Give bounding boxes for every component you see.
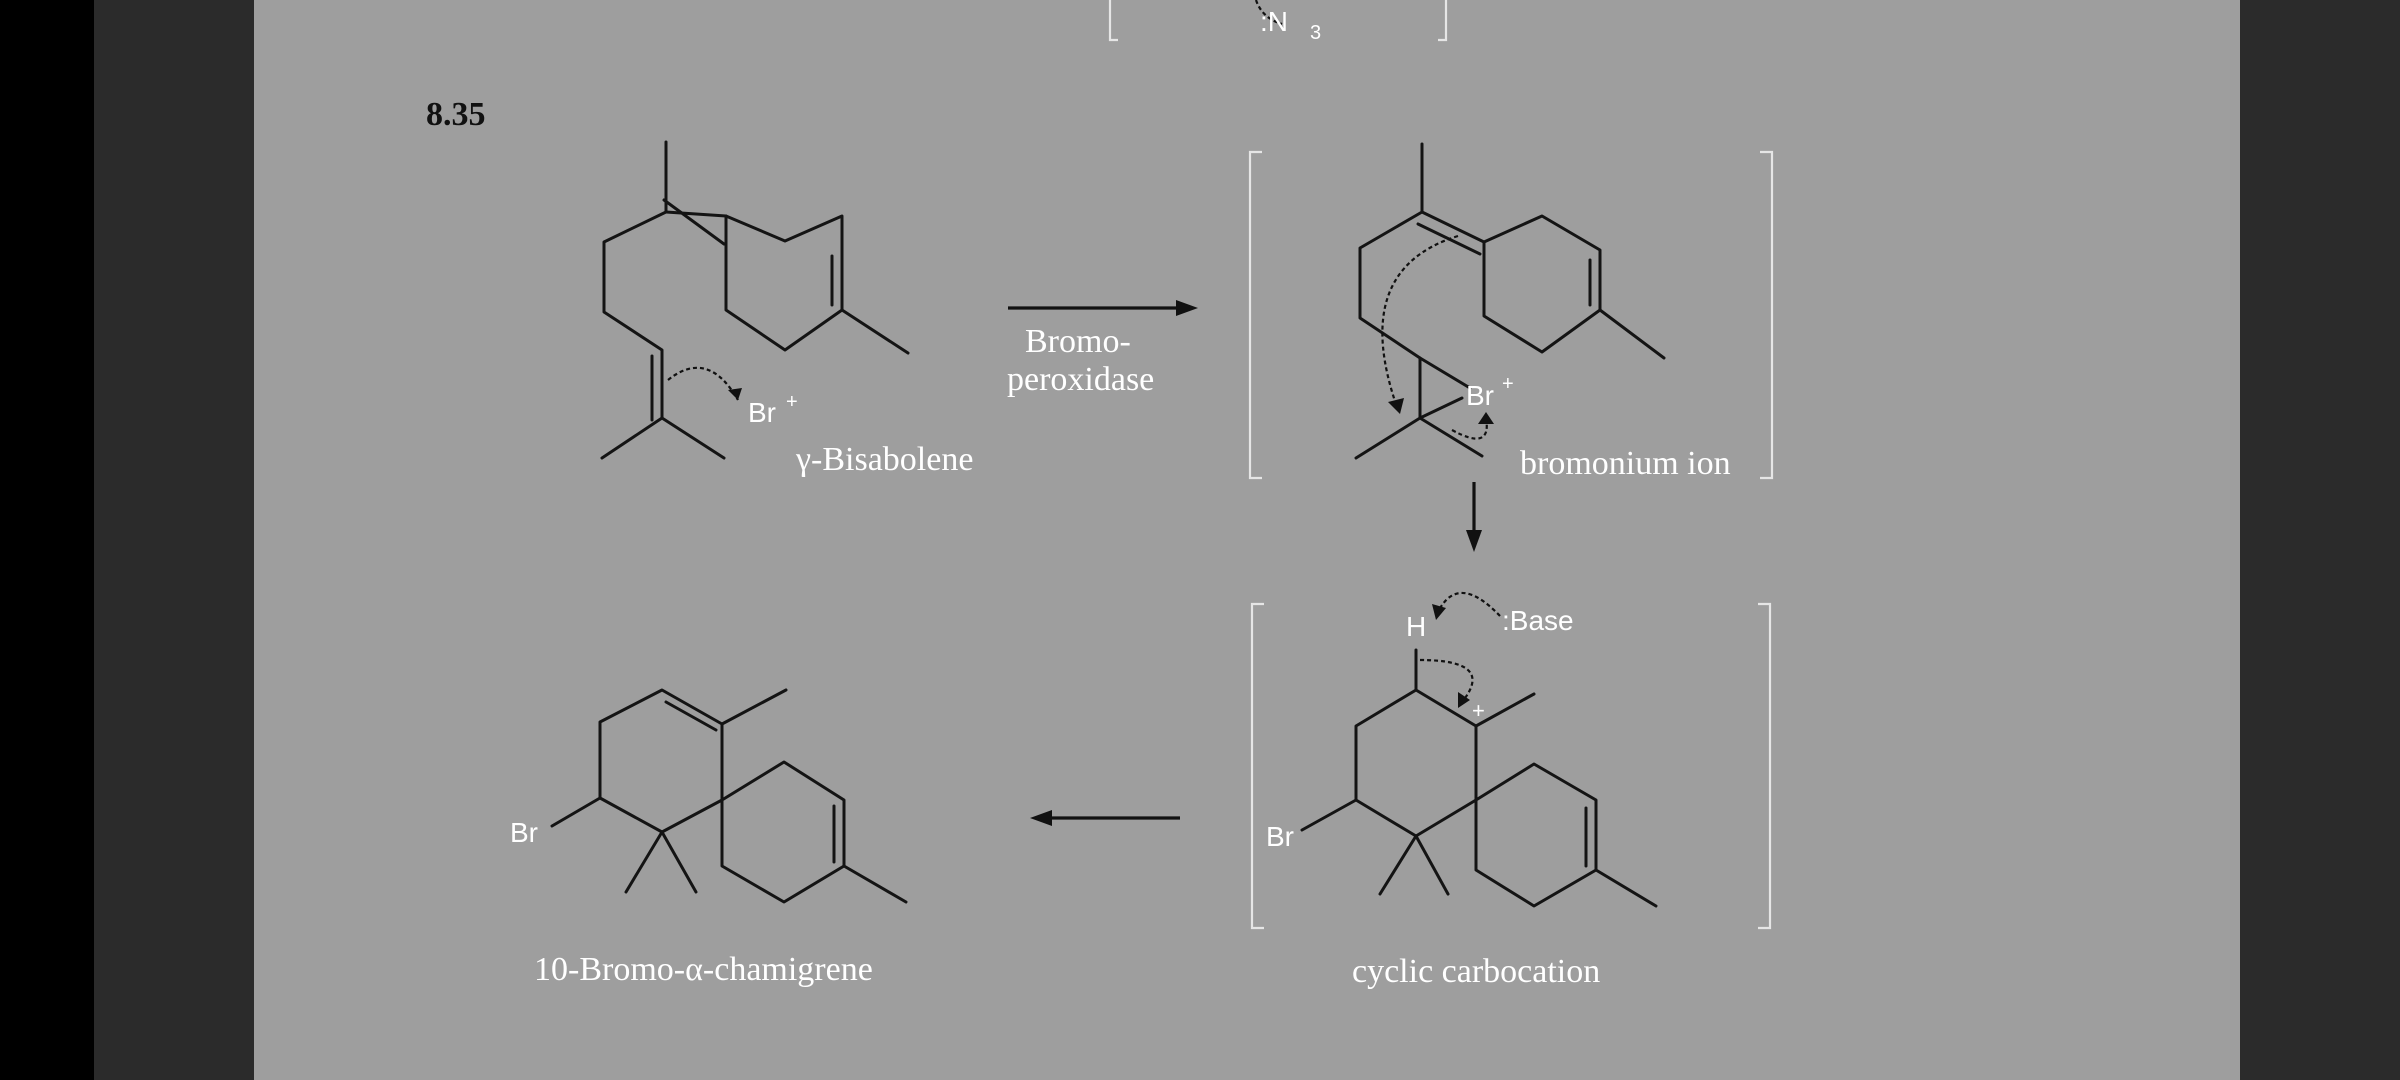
bromonium-ring-methyl — [1598, 308, 1666, 360]
carbocation-h-label: H — [1406, 611, 1426, 642]
reactant-dimethyl-left — [600, 416, 664, 460]
reactant-reagent-charge: + — [786, 391, 798, 413]
bromonium-curved-arrow-2 — [1451, 417, 1488, 440]
product-br-bond — [550, 796, 602, 828]
carbocation-gem-left — [1378, 834, 1418, 896]
carbocation-structure — [1250, 591, 1772, 930]
product-left-ring-double — [664, 700, 718, 732]
document-page — [254, 0, 2240, 1080]
product-left-methyl — [720, 688, 788, 726]
bromonium-bracket-right — [1760, 150, 1774, 480]
top-curved-arrow — [1254, 0, 1283, 26]
carbocation-arrowhead-h — [1458, 692, 1470, 708]
reactant-exo-double — [662, 198, 726, 246]
carbocation-bracket-right — [1758, 602, 1772, 930]
product-gem-left — [624, 830, 664, 894]
reactant-ring — [724, 214, 844, 352]
carbocation-br-bond — [1300, 798, 1358, 832]
carbocation-bracket-left — [1250, 602, 1264, 930]
product-left-ring — [598, 688, 724, 834]
reactant-side-chain — [602, 210, 668, 420]
bromonium-arrowhead-1 — [1388, 398, 1404, 414]
step3-arrow — [1030, 810, 1180, 826]
bromonium-arrowhead-2 — [1478, 412, 1494, 424]
carbocation-right-methyl — [1594, 868, 1658, 908]
step1-arrow — [1008, 300, 1198, 316]
bromonium-br-bond-1 — [1418, 356, 1472, 390]
reactant-dimethyl-right — [660, 416, 726, 460]
top-bracket-left — [1108, 0, 1118, 42]
bromonium-br-bond-2 — [1418, 396, 1464, 420]
reactant-name: γ-Bisabolene — [795, 441, 973, 478]
top-fragment-subscript: 3 — [1310, 22, 1321, 44]
carbocation-cation-methyl — [1474, 692, 1536, 728]
carbocation-base-label: :Base — [1502, 605, 1574, 636]
bromonium-curved-arrow-1 — [1381, 234, 1459, 411]
carbocation-charge: + — [1472, 698, 1485, 723]
bromonium-dimethyl-right — [1418, 416, 1484, 458]
bromonium-atom-label: Br — [1466, 380, 1494, 411]
bromonium-structure — [1248, 142, 1774, 480]
bromonium-atom-charge: + — [1502, 373, 1514, 395]
carbocation-right-ring — [1474, 762, 1598, 908]
carbocation-name: cyclic carbocation — [1352, 953, 1600, 990]
bromonium-bracket-left — [1248, 150, 1262, 480]
bromonium-ring — [1482, 214, 1602, 354]
carbocation-left-ring — [1354, 688, 1478, 838]
product-structure — [550, 688, 908, 904]
product-gem-right — [660, 830, 698, 894]
product-right-methyl — [842, 864, 908, 904]
product-name: 10-Bromo-α-chamigrene — [534, 951, 873, 988]
step1-label-line1: Bromo- — [1025, 323, 1131, 360]
reactant-curved-arrowhead — [728, 388, 742, 400]
top-bracket-right — [1438, 0, 1448, 42]
right-frame — [2240, 0, 2400, 1080]
reactant-exo-bond — [664, 210, 728, 218]
step2-arrow — [1466, 482, 1482, 552]
bromonium-side-chain — [1358, 210, 1424, 420]
carbocation-br-label: Br — [1266, 821, 1294, 852]
carbocation-gem-right — [1414, 834, 1450, 896]
reactant-structure — [600, 140, 910, 460]
carbocation-curved-arrow-base — [1437, 591, 1501, 617]
bromonium-exo — [1420, 210, 1486, 244]
step1-label-line2: peroxidase — [1007, 361, 1154, 398]
problem-number: 8.35 — [426, 96, 486, 133]
left-frame — [94, 0, 254, 1080]
reactant-curved-arrow — [667, 366, 739, 401]
bromonium-name: bromonium ion — [1520, 445, 1731, 482]
product-br-label: Br — [510, 817, 538, 848]
top-fragment-label: :N — [1260, 6, 1288, 37]
reactant-reagent-label: Br — [748, 397, 776, 428]
reactant-ring-methyl — [840, 308, 910, 355]
bromonium-dimethyl-left — [1354, 416, 1422, 460]
top-fragment: :N 3 — [1108, 0, 1448, 44]
product-right-ring — [720, 760, 846, 904]
carbocation-curved-arrow-h — [1419, 658, 1474, 703]
carbocation-arrowhead-base — [1432, 604, 1446, 620]
